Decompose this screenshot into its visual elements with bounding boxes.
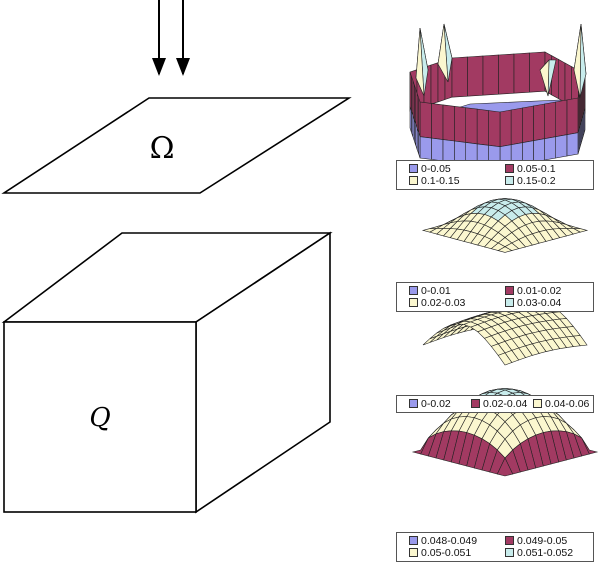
wall-cell [419, 136, 432, 160]
legend-label: 0.051-0.052 [517, 547, 574, 559]
wall-cell [409, 106, 412, 133]
legend-label: 0.15-0.2 [517, 175, 556, 187]
legend-swatch [505, 164, 514, 173]
legend-swatch [505, 286, 514, 295]
wall-cell [442, 139, 455, 163]
wall-cell [430, 62, 439, 105]
legend-label: 0.01-0.02 [517, 285, 562, 297]
legend-label: 0.04-0.06 [545, 398, 590, 410]
wall-cell [431, 137, 444, 162]
legend-swatch [409, 536, 418, 545]
arrow-left-head [152, 58, 166, 76]
wall-cell [442, 104, 455, 142]
legend-label: 0.03-0.04 [517, 297, 562, 309]
surface-cell [497, 246, 513, 253]
legend-swatch [533, 399, 542, 408]
wall-cell [555, 99, 568, 138]
legend-entry: 0.02-0.04 [471, 399, 527, 410]
omega-surface: Ω [1, 97, 352, 194]
spike [437, 23, 449, 83]
legend-label: 0.1-0.15 [421, 175, 460, 187]
legend-swatch [409, 548, 418, 557]
wall-cell [476, 108, 489, 146]
surface-cell [496, 457, 514, 477]
legend-entry: 0.048-0.049 [409, 536, 477, 547]
spike [573, 23, 582, 99]
wall-cell [521, 105, 534, 144]
legend-label: 0-0.01 [421, 285, 451, 297]
legend-swatch [505, 176, 514, 185]
legend-entry: 0.04-0.06 [533, 399, 589, 410]
surface-cell [497, 352, 513, 366]
legend-entry: 0.02-0.03 [409, 298, 465, 309]
legend-swatch [505, 548, 514, 557]
wall-cell [557, 58, 566, 103]
wall-cell [453, 105, 467, 143]
wall-cell [566, 132, 579, 157]
legend-entry: 0.05-0.1 [505, 164, 556, 175]
wall-cell [544, 136, 557, 161]
wall-cell [488, 110, 501, 148]
legend-entry: 0-0.01 [409, 286, 451, 297]
wall-cell [419, 101, 432, 139]
legend-label: 0.02-0.04 [483, 398, 528, 410]
surface-plot-2 [421, 198, 589, 253]
legend-label: 0.048-0.049 [421, 535, 478, 547]
wall-cell [498, 53, 515, 95]
wall-cell [431, 103, 444, 140]
legend-label: 0-0.05 [421, 163, 451, 175]
wall-cell [467, 55, 484, 97]
legend-plot-3: 0-0.02 0.02-0.04 0.04-0.06 [396, 395, 594, 413]
incident-arrows [152, 0, 190, 76]
wall-cell [533, 103, 545, 142]
omega-label: Ω [150, 131, 175, 166]
legend-label: 0.05-0.1 [517, 163, 556, 175]
legend-swatch [409, 298, 418, 307]
box-front-face [3, 321, 197, 513]
legend-entry: 0.049-0.05 [505, 536, 567, 547]
legend-swatch [409, 399, 418, 408]
legend-label: 0.02-0.03 [421, 297, 466, 309]
q-label: Q [89, 403, 110, 433]
wall-cell [499, 109, 512, 148]
legend-label: 0-0.02 [421, 398, 451, 410]
legend-entry: 0.03-0.04 [505, 298, 561, 309]
wall-cell [510, 107, 523, 146]
legend-swatch [471, 399, 480, 408]
legend-swatch [409, 176, 418, 185]
legend-plot-4: 0.048-0.049 0.049-0.05 0.05-0.051 0.051-0.0… [396, 532, 594, 562]
wall-cell [544, 101, 557, 140]
legend-entry: 0.05-0.051 [409, 548, 471, 559]
wall-cell [533, 138, 545, 163]
legend-plot-1: 0-0.05 0.05-0.1 0.1-0.15 0.15-0.2 [396, 160, 594, 190]
wall-cell [465, 107, 478, 145]
omega-parallelogram [1, 97, 352, 194]
spike [539, 59, 550, 97]
legend-label: 0.049-0.05 [517, 535, 568, 547]
wall-cell [451, 56, 468, 98]
surface-plot-1 [409, 23, 587, 169]
legend-swatch [505, 536, 514, 545]
legend-swatch [505, 298, 514, 307]
legend-entry: 0.01-0.02 [505, 286, 561, 297]
wall-cell [513, 52, 530, 94]
legend-entry: 0-0.05 [409, 164, 451, 175]
q-box: Q [1, 231, 333, 514]
legend-plot-2: 0-0.01 0.01-0.02 0.02-0.03 0.03-0.04 [396, 282, 594, 312]
legend-entry: 0.1-0.15 [409, 176, 460, 187]
spike [415, 27, 425, 97]
wall-cell [555, 134, 568, 159]
surface-plot-3 [422, 303, 588, 366]
legend-label: 0.05-0.051 [421, 547, 472, 559]
wall-cell [566, 97, 579, 136]
legend-swatch [409, 286, 418, 295]
legend-entry: 0.051-0.052 [505, 548, 573, 559]
legend-swatch [409, 164, 418, 173]
legend-entry: 0.15-0.2 [505, 176, 556, 187]
wall-cell [409, 71, 412, 112]
wall-cell [482, 54, 499, 96]
arrow-right-head [176, 58, 190, 76]
legend-entry: 0-0.02 [409, 399, 451, 410]
